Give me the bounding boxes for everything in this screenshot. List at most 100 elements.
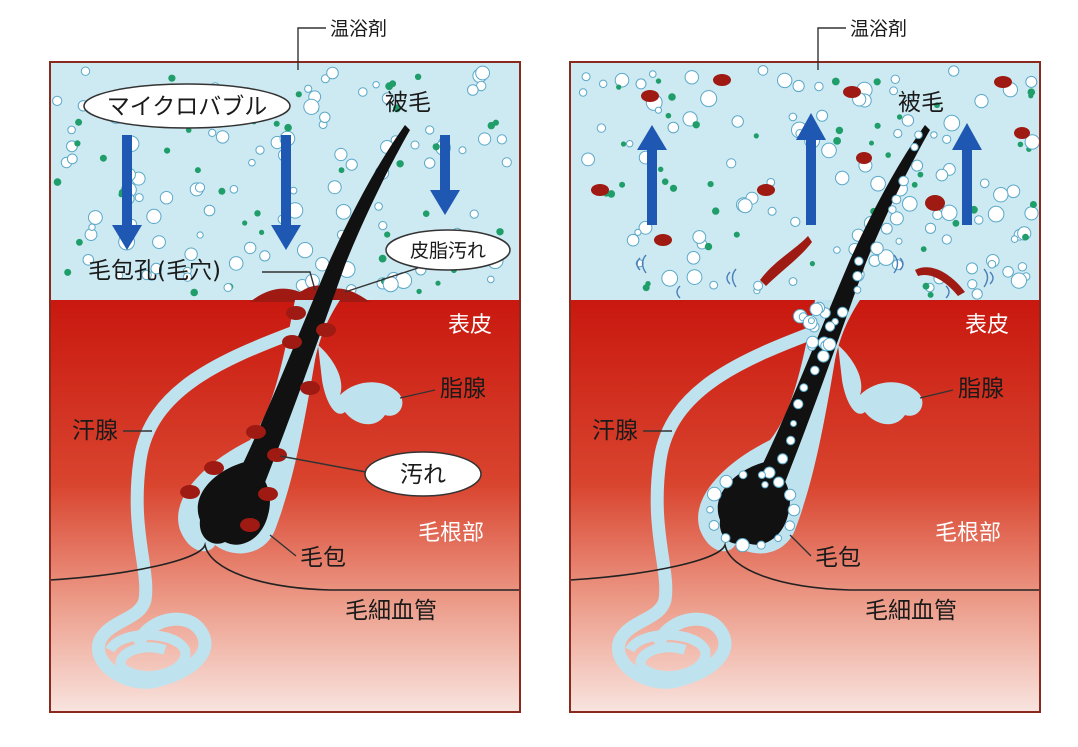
bubble bbox=[852, 271, 863, 282]
bubble bbox=[757, 471, 766, 479]
bath-agent-particle bbox=[164, 147, 171, 154]
bubble bbox=[726, 158, 737, 169]
bubble bbox=[784, 520, 796, 532]
bubble bbox=[196, 231, 204, 239]
bubble bbox=[773, 476, 785, 488]
bath-agent-particle bbox=[927, 291, 934, 298]
pore-label: 毛包孔(毛穴) bbox=[88, 258, 221, 284]
bubble bbox=[496, 134, 507, 145]
bubble bbox=[753, 280, 764, 291]
bubble bbox=[335, 204, 352, 220]
bubble bbox=[891, 194, 902, 205]
bath-agent-particle bbox=[259, 229, 265, 235]
bubble bbox=[67, 125, 76, 135]
bubble bbox=[692, 230, 707, 244]
bubble bbox=[467, 84, 479, 96]
bath-agent-particle bbox=[492, 119, 499, 126]
bath-agent-particle bbox=[396, 160, 404, 168]
bubble bbox=[478, 132, 492, 146]
bubble bbox=[654, 106, 663, 114]
bubble bbox=[889, 86, 898, 96]
bubble bbox=[581, 72, 591, 82]
bubble bbox=[184, 247, 198, 261]
bubble bbox=[902, 196, 918, 212]
bath-agent-particle bbox=[435, 280, 441, 286]
dirt-callout bbox=[364, 451, 482, 497]
bath-agent-particle bbox=[668, 93, 676, 101]
bubble bbox=[788, 112, 798, 122]
bubble bbox=[787, 503, 801, 517]
bubble bbox=[700, 90, 718, 108]
bubble bbox=[890, 74, 900, 85]
bubble bbox=[684, 70, 699, 85]
bubble bbox=[82, 253, 95, 266]
bubble bbox=[223, 283, 233, 292]
bubble bbox=[194, 182, 206, 193]
bath-agent-particle bbox=[873, 78, 881, 86]
bubble bbox=[930, 131, 938, 139]
sweat-gland-label: 汗腺 bbox=[592, 418, 638, 444]
bubble bbox=[974, 215, 984, 225]
bath-agent-particle bbox=[704, 242, 713, 251]
bath-agent-particle bbox=[809, 261, 816, 267]
bath-agent-particle bbox=[920, 246, 927, 253]
sweat-gland-coil bbox=[105, 630, 191, 682]
bubble bbox=[259, 250, 271, 262]
bubble bbox=[786, 435, 796, 446]
bubble bbox=[1006, 184, 1021, 199]
bubble bbox=[141, 269, 152, 281]
bubble bbox=[372, 81, 380, 89]
microbubble-label: マイクロバブル bbox=[107, 94, 268, 120]
epidermis-label: 表皮 bbox=[965, 313, 1009, 338]
bubble bbox=[706, 505, 714, 514]
bubble bbox=[115, 271, 124, 280]
bubble bbox=[911, 159, 924, 172]
bubble bbox=[767, 206, 777, 216]
bath-agent-particle bbox=[896, 114, 903, 120]
bath-agent-particle bbox=[1029, 201, 1037, 208]
bubble bbox=[182, 272, 193, 282]
bubble bbox=[877, 249, 895, 266]
bubble bbox=[1010, 235, 1019, 243]
bubble bbox=[1002, 266, 1014, 278]
bubble bbox=[146, 208, 162, 224]
sebum-deposit bbox=[250, 285, 370, 302]
bubble bbox=[793, 398, 804, 410]
hair-root-label: 毛根部 bbox=[418, 521, 484, 546]
bubble bbox=[381, 92, 395, 105]
bubble bbox=[720, 533, 731, 543]
bubble bbox=[784, 488, 797, 501]
lifted-dirt bbox=[591, 74, 1030, 296]
bath-agent-particle bbox=[642, 284, 650, 292]
bath-agent-particle bbox=[1028, 93, 1034, 99]
bath-agent-particle bbox=[284, 123, 292, 132]
bubble bbox=[80, 66, 91, 76]
bubble bbox=[319, 111, 331, 124]
bath-agent-particle bbox=[707, 181, 714, 188]
bubble bbox=[345, 158, 358, 171]
bubble bbox=[979, 178, 990, 189]
bubble bbox=[686, 250, 701, 265]
bath-agent-particle bbox=[64, 268, 72, 276]
body-hair-label: 被毛 bbox=[385, 90, 431, 116]
follicle-label: 毛包 bbox=[300, 545, 346, 571]
bubble bbox=[836, 306, 849, 318]
bubble bbox=[895, 237, 903, 245]
bubble bbox=[150, 262, 163, 275]
bubble bbox=[334, 147, 348, 162]
sebaceous-gland-label: 脂腺 bbox=[440, 376, 486, 402]
bubble bbox=[761, 481, 769, 489]
bubble bbox=[134, 193, 144, 203]
bubble bbox=[66, 153, 78, 165]
bubble bbox=[806, 335, 819, 349]
bubble bbox=[248, 158, 256, 167]
bubble bbox=[738, 470, 748, 480]
bubble bbox=[822, 337, 837, 352]
bath-agent-particle bbox=[874, 122, 881, 129]
capillary bbox=[50, 541, 520, 591]
bath-agent-particle bbox=[295, 91, 302, 98]
bath-agent-particle bbox=[273, 120, 280, 127]
bubble bbox=[661, 269, 679, 287]
sebaceous-gland bbox=[838, 345, 923, 425]
bath-agent-particle bbox=[422, 210, 430, 217]
